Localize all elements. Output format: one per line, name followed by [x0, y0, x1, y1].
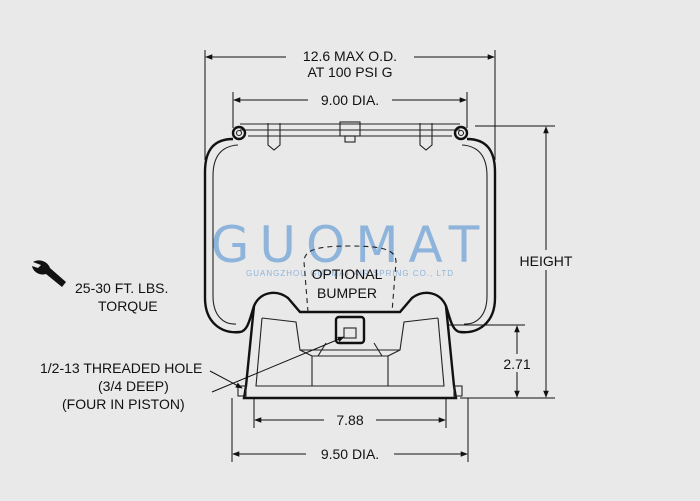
dim-piston-height: 2.71 — [448, 324, 539, 398]
max-od-label: 12.6 MAX O.D. — [303, 48, 397, 64]
optional-bumper-callout: OPTIONAL BUMPER — [312, 266, 383, 301]
piston-inner-label: 7.88 — [336, 412, 363, 428]
bellow-outline — [203, 137, 497, 334]
height-label: HEIGHT — [520, 253, 573, 269]
hole-depth-label: (3/4 DEEP) — [98, 378, 169, 394]
hole-thread-label: 1/2-13 THREADED HOLE — [40, 360, 202, 376]
dim-piston-dia: 9.50 DIA. — [231, 398, 469, 462]
top-dia-label: 9.00 DIA. — [321, 92, 379, 108]
max-od-pressure-label: AT 100 PSI G — [307, 64, 392, 80]
optional-bumper-outline — [303, 245, 397, 313]
piston-height-label: 2.71 — [503, 356, 530, 372]
hole-count-label: (FOUR IN PISTON) — [62, 396, 185, 412]
piston-dia-label: 9.50 DIA. — [321, 446, 379, 462]
watermark: GUOMAT GUANGZHOU GUOMAT AIR SPRING CO., … — [211, 216, 490, 278]
optional-label: OPTIONAL — [312, 266, 383, 282]
piston — [237, 305, 463, 400]
dim-top-dia: 9.00 DIA. — [232, 90, 468, 128]
wrench-icon — [32, 260, 66, 287]
watermark-brand: GUOMAT — [211, 216, 490, 274]
torque-value-label: 25-30 FT. LBS. — [75, 280, 168, 296]
bumper-label: BUMPER — [317, 285, 377, 301]
bead-plate — [231, 121, 469, 151]
dim-piston-inner: 7.88 — [253, 398, 447, 428]
dim-height: HEIGHT — [460, 125, 580, 399]
torque-label: TORQUE — [98, 298, 158, 314]
dim-max-od: 12.6 MAX O.D. AT 100 PSI G — [204, 44, 496, 160]
watermark-company: GUANGZHOU GUOMAT AIR SPRING CO., LTD — [246, 269, 454, 278]
threaded-hole-callout: 1/2-13 THREADED HOLE (3/4 DEEP) (FOUR IN… — [40, 336, 345, 412]
torque-callout: 25-30 FT. LBS. TORQUE — [32, 260, 168, 314]
